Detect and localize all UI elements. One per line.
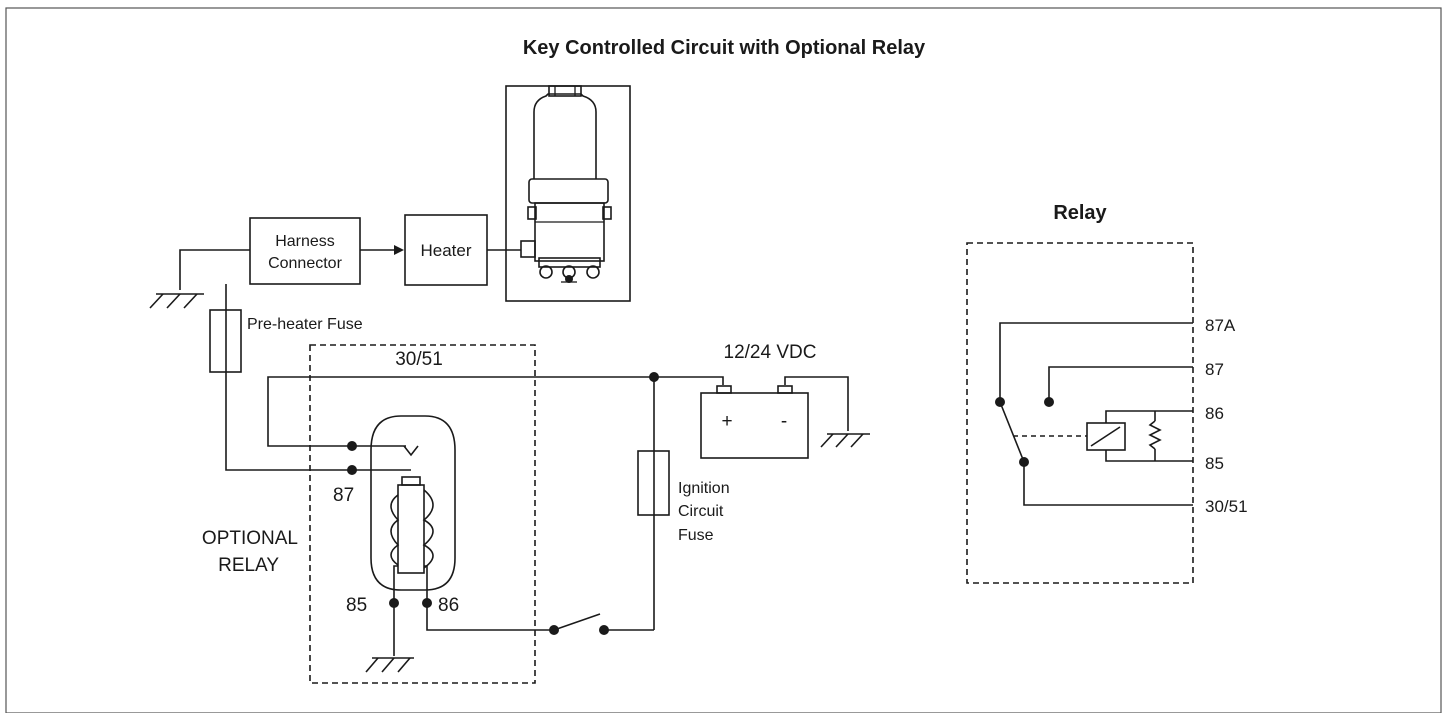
key-switch <box>426 603 654 635</box>
relay-detail-boundary <box>966 242 1194 584</box>
relay-pin-3051: 30/51 <box>1205 497 1248 516</box>
ignition-circuit-fuse <box>637 450 670 516</box>
harness-connector-label-2: Connector <box>268 255 342 272</box>
battery-voltage-label: 12/24 VDC <box>724 342 817 363</box>
battery: + - <box>700 385 809 459</box>
relay-pin-85: 85 <box>1205 454 1224 473</box>
diagram-frame <box>5 7 1442 713</box>
harness-ground <box>149 249 250 309</box>
fuel-filter-heater-illustration <box>505 85 631 302</box>
relay-detail-title: Relay <box>1053 202 1107 224</box>
terminal-85-label: 85 <box>346 595 367 616</box>
ignition-fuse-label-3: Fuse <box>678 527 714 544</box>
ignition-fuse-label-2: Circuit <box>678 503 724 520</box>
optional-relay-symbol <box>347 415 456 603</box>
heater-box: Heater <box>404 214 488 286</box>
relay-ground <box>365 603 414 673</box>
terminal-86-label: 86 <box>438 595 459 616</box>
optional-relay-label-1: OPTIONAL <box>202 528 298 549</box>
preheater-fuse <box>209 309 242 373</box>
harness-to-heater-arrow <box>360 245 404 255</box>
relay-detail-schematic <box>995 322 1193 506</box>
battery-plus-label: + <box>721 411 732 432</box>
battery-ground <box>784 376 870 448</box>
harness-connector-label-1: Harness <box>275 233 335 250</box>
optional-relay-label-2: RELAY <box>218 555 279 576</box>
terminal-3051-label: 30/51 <box>395 349 443 370</box>
preheater-fuse-label: Pre-heater Fuse <box>247 316 363 333</box>
relay-pin-87a: 87A <box>1205 316 1236 335</box>
terminal-87-label: 87 <box>333 485 354 506</box>
relay-pin-86: 86 <box>1205 404 1224 423</box>
ignition-fuse-label-1: Ignition <box>678 480 730 497</box>
relay-pin-87: 87 <box>1205 360 1224 379</box>
diagram-title: Key Controlled Circuit with Optional Rel… <box>523 37 926 59</box>
battery-minus-label: - <box>781 411 787 432</box>
harness-connector: Harness Connector <box>249 217 361 285</box>
heater-label: Heater <box>420 241 471 260</box>
optional-relay-boundary <box>309 344 536 684</box>
